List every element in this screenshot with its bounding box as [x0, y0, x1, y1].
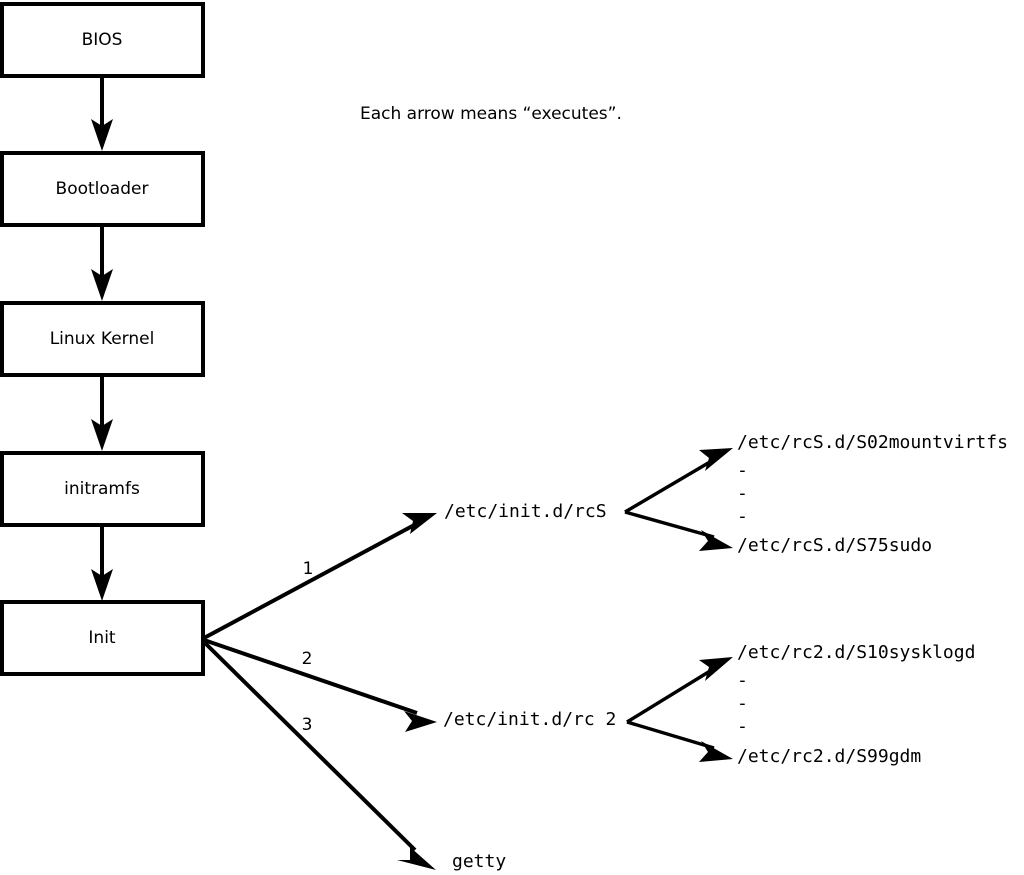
diagram-caption: Each arrow means “executes”. [360, 104, 622, 124]
arrow-bios-to-bootloader [91, 76, 113, 151]
arrowhead-icon [91, 269, 113, 301]
rc2-ellipsis-dash: - [737, 693, 748, 714]
arrow-rcs-to-first-script [624, 448, 733, 514]
rc2-ellipsis-dash: - [737, 716, 748, 737]
arrowhead-icon [699, 448, 733, 471]
arrow-kernel-to-initramfs [91, 375, 113, 451]
rc2-script-last: /etc/rc2.d/S99gdm [737, 746, 921, 767]
branch-target-rcs: /etc/init.d/rcS [444, 501, 607, 522]
arrowhead-icon [91, 419, 113, 451]
arrow-bootloader-to-kernel [91, 225, 113, 301]
rc2-ellipsis-dash: - [737, 670, 748, 691]
arrowhead-icon [91, 569, 113, 601]
arrowhead-icon [404, 711, 437, 732]
arrow-init-branch-1 [203, 513, 437, 640]
arrowhead-icon [699, 530, 733, 551]
branch-number-1: 1 [303, 559, 314, 579]
initramfs-label: initramfs [64, 479, 140, 499]
branch-target-getty: getty [452, 851, 506, 872]
rcs-script-first: /etc/rcS.d/S02mountvirtfs [737, 432, 1008, 453]
bios-label: BIOS [82, 30, 123, 50]
rcs-script-last: /etc/rcS.d/S75sudo [737, 535, 932, 556]
node-init[interactable]: Init [0, 600, 205, 676]
node-bootloader[interactable]: Bootloader [0, 151, 205, 227]
linux-kernel-label: Linux Kernel [50, 329, 155, 349]
arrowhead-icon [699, 741, 733, 762]
init-label: Init [88, 628, 116, 648]
rcs-ellipsis-dash: - [737, 460, 748, 481]
branch-target-rc2: /etc/init.d/rc 2 [443, 709, 616, 730]
rcs-ellipsis-dash: - [737, 506, 748, 527]
arrowhead-icon [397, 847, 436, 870]
init-box [0, 600, 205, 676]
bootloader-box [0, 151, 205, 227]
node-initramfs[interactable]: initramfs [0, 451, 205, 527]
node-bios[interactable]: BIOS [0, 2, 205, 78]
arrowhead-icon [91, 119, 113, 151]
rc2-script-first: /etc/rc2.d/S10sysklogd [737, 642, 975, 663]
rcs-ellipsis-dash: - [737, 483, 748, 504]
linux-kernel-box [0, 301, 205, 377]
bootloader-label: Bootloader [56, 179, 149, 199]
arrow-rcs-to-last-script [624, 510, 733, 551]
arrowhead-icon [699, 657, 733, 681]
arrow-rc2-to-last-script [626, 720, 733, 762]
arrow-init-branch-2 [203, 638, 437, 732]
arrow-initramfs-to-init [91, 525, 113, 601]
branch-number-2: 2 [302, 649, 313, 669]
branch-number-3: 3 [302, 715, 313, 735]
arrow-init-branch-3 [202, 640, 436, 870]
arrowhead-icon [402, 513, 437, 534]
node-linux-kernel[interactable]: Linux Kernel [0, 301, 205, 377]
arrow-rc2-to-first-script [626, 657, 733, 724]
bios-box [0, 2, 205, 78]
